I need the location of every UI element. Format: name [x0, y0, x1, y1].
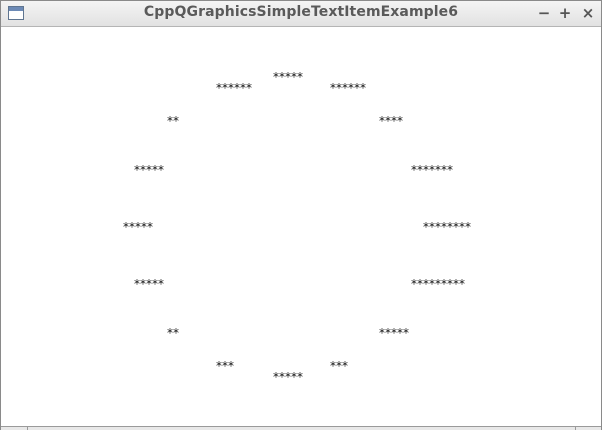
window-icon[interactable]: [8, 6, 24, 20]
text-item-3: *******: [411, 163, 453, 177]
graphics-view[interactable]: ***** ****** **** ******* ******** *****…: [1, 27, 601, 426]
resize-grip-left[interactable]: [27, 426, 28, 430]
window-bottom-border[interactable]: [1, 426, 601, 430]
close-button[interactable]: ×: [581, 4, 595, 22]
text-item-12: *****: [123, 220, 153, 234]
text-item-9: ***: [216, 359, 234, 373]
title-bar[interactable]: CppQGraphicsSimpleTextItemExample6 − + ×: [1, 1, 601, 27]
text-item-7: ***: [330, 359, 348, 373]
text-item-5: *********: [411, 277, 465, 291]
text-item-6: *****: [379, 326, 409, 340]
text-item-13: *****: [134, 163, 164, 177]
text-item-2: ****: [379, 114, 403, 128]
text-item-0: *****: [273, 70, 303, 84]
minimize-button[interactable]: −: [537, 4, 551, 22]
text-item-14: **: [167, 114, 179, 128]
text-item-15: ******: [216, 81, 252, 95]
text-item-10: **: [167, 326, 179, 340]
text-item-4: ********: [423, 220, 471, 234]
text-item-11: *****: [134, 277, 164, 291]
maximize-button[interactable]: +: [558, 4, 572, 22]
text-item-1: ******: [330, 81, 366, 95]
text-item-8: *****: [273, 370, 303, 384]
resize-grip-right[interactable]: [575, 426, 576, 430]
window-title: CppQGraphicsSimpleTextItemExample6: [143, 4, 459, 20]
